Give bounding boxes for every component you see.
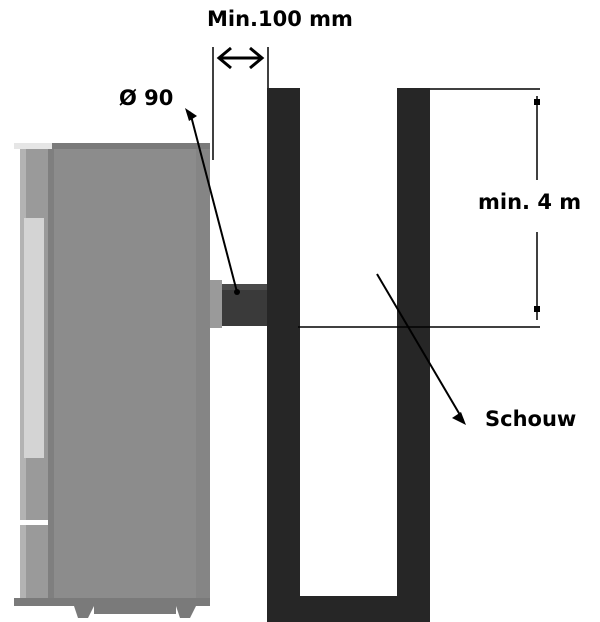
wall-clearance-dimension [212,46,269,160]
chimney [267,88,430,622]
stove-foot-right [176,606,196,618]
stove-top-plate [14,143,210,149]
stove-back-panel [196,149,210,604]
wall-clearance-label: Min.100 mm [207,7,353,31]
stove-foot-left [74,606,94,618]
chimney-label: Schouw [485,407,577,431]
pipe-diameter-label: Ø 90 [119,86,174,110]
chimney-leader-line [376,273,464,421]
stove-glass [24,218,44,458]
chimney-height-dimension [298,88,540,328]
stove [14,143,210,618]
chimney-height-label: min. 4 m [478,190,582,214]
diameter-leader-line [189,111,238,293]
stove-base [14,598,210,606]
chimney-wall [267,88,430,622]
stove-body [48,149,210,604]
